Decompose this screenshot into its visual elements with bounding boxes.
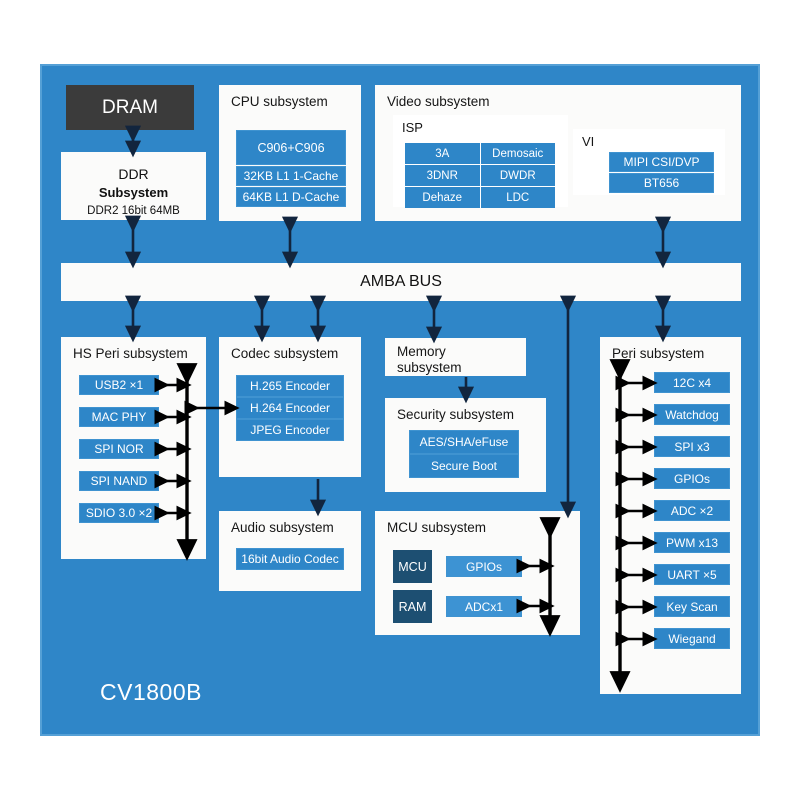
ddr-line2: Subsystem bbox=[98, 185, 169, 201]
hs-peri-item-usb2: USB2 ×1 bbox=[79, 375, 159, 395]
vi-item-mipi: MIPI CSI/DVP bbox=[609, 152, 714, 172]
codec-item-jpeg: JPEG Encoder bbox=[236, 419, 344, 441]
hs-peri-title: HS Peri subsystem bbox=[73, 346, 188, 361]
vi-block: VI MIPI CSI/DVP BT656 bbox=[573, 129, 725, 195]
audio-subsystem: Audio subsystem 16bit Audio Codec bbox=[219, 511, 361, 591]
cpu-subsystem: CPU subsystem C906+C906 32KB L1 1-Cache … bbox=[219, 85, 361, 221]
ddr-text: DDR Subsystem DDR2 16bit 64MB bbox=[61, 164, 206, 220]
cpu-cache-d: 64KB L1 D-Cache bbox=[236, 187, 346, 207]
memory-subsystem: Memory subsystem bbox=[385, 338, 526, 376]
security-subsystem: Security subsystem AES/SHA/eFuse Secure … bbox=[385, 398, 546, 492]
peri-subsystem: Peri subsystem 12C x4 Watchdog SPI x3 GP… bbox=[600, 337, 741, 694]
isp-item: DWDR bbox=[480, 165, 555, 186]
peri-item-pwm: PWM x13 bbox=[654, 532, 730, 553]
codec-title: Codec subsystem bbox=[231, 346, 339, 361]
isp-block: ISP 3A Demosaic 3DNR DWDR Dehaze LDC bbox=[393, 115, 568, 208]
peri-item-spi: SPI x3 bbox=[654, 436, 730, 457]
isp-item: 3DNR bbox=[405, 165, 480, 186]
peri-item-gpios: GPIOs bbox=[654, 468, 730, 489]
cpu-cache-i: 32KB L1 1-Cache bbox=[236, 166, 346, 186]
mcu-core-mcu: MCU bbox=[393, 550, 432, 583]
peri-item-i2c: 12C x4 bbox=[654, 372, 730, 393]
video-subsystem: Video subsystem ISP 3A Demosaic 3DNR DWD… bbox=[375, 85, 741, 221]
audio-title: Audio subsystem bbox=[231, 520, 334, 535]
hs-peri-item-sdio: SDIO 3.0 ×2 bbox=[79, 503, 159, 523]
peri-item-watchdog: Watchdog bbox=[654, 404, 730, 425]
mcu-title: MCU subsystem bbox=[387, 520, 487, 535]
vi-title: VI bbox=[582, 134, 595, 149]
amba-bus: AMBA BUS bbox=[61, 263, 741, 301]
audio-item-codec: 16bit Audio Codec bbox=[236, 548, 344, 570]
video-subsystem-title: Video subsystem bbox=[387, 94, 490, 109]
peri-title: Peri subsystem bbox=[612, 346, 705, 361]
hs-peri-item-spi-nand: SPI NAND bbox=[79, 471, 159, 491]
ddr-line1: DDR bbox=[118, 166, 149, 182]
isp-item: LDC bbox=[480, 187, 555, 208]
codec-item-h265: H.265 Encoder bbox=[236, 375, 344, 397]
mcu-subsystem: MCU subsystem MCU RAM GPIOs ADCx1 bbox=[375, 511, 580, 635]
dram-block: DRAM bbox=[66, 85, 194, 130]
cpu-subsystem-title: CPU subsystem bbox=[231, 94, 328, 109]
chip-label: CV1800B bbox=[100, 679, 202, 705]
vi-item-bt656: BT656 bbox=[609, 173, 714, 193]
hs-peri-item-mac-phy: MAC PHY bbox=[79, 407, 159, 427]
mcu-core-ram: RAM bbox=[393, 590, 432, 623]
peri-item-key-scan: Key Scan bbox=[654, 596, 730, 617]
isp-item: 3A bbox=[405, 143, 480, 164]
mcu-item-gpios: GPIOs bbox=[446, 556, 522, 577]
security-title: Security subsystem bbox=[397, 407, 515, 422]
hs-peri-item-spi-nor: SPI NOR bbox=[79, 439, 159, 459]
security-item-aes: AES/SHA/eFuse bbox=[409, 430, 519, 454]
ddr-subsystem: DDR Subsystem DDR2 16bit 64MB bbox=[61, 152, 206, 220]
peri-item-adc: ADC ×2 bbox=[654, 500, 730, 521]
hs-peri-subsystem: HS Peri subsystem USB2 ×1 MAC PHY SPI NO… bbox=[61, 337, 206, 559]
peri-item-uart: UART ×5 bbox=[654, 564, 730, 585]
isp-feature-grid: 3A Demosaic 3DNR DWDR Dehaze LDC bbox=[405, 143, 555, 208]
memory-title: Memory subsystem bbox=[397, 344, 462, 375]
ddr-line3: DDR2 16bit 64MB bbox=[87, 205, 180, 218]
codec-item-h264: H.264 Encoder bbox=[236, 397, 344, 419]
mcu-item-adc: ADCx1 bbox=[446, 596, 522, 617]
cpu-core-block: C906+C906 bbox=[236, 130, 346, 165]
security-item-secure-boot: Secure Boot bbox=[409, 454, 519, 478]
isp-item: Dehaze bbox=[405, 187, 480, 208]
isp-item: Demosaic bbox=[480, 143, 555, 164]
isp-title: ISP bbox=[402, 120, 423, 135]
peri-item-wiegand: Wiegand bbox=[654, 628, 730, 649]
codec-subsystem: Codec subsystem H.265 Encoder H.264 Enco… bbox=[219, 337, 361, 477]
